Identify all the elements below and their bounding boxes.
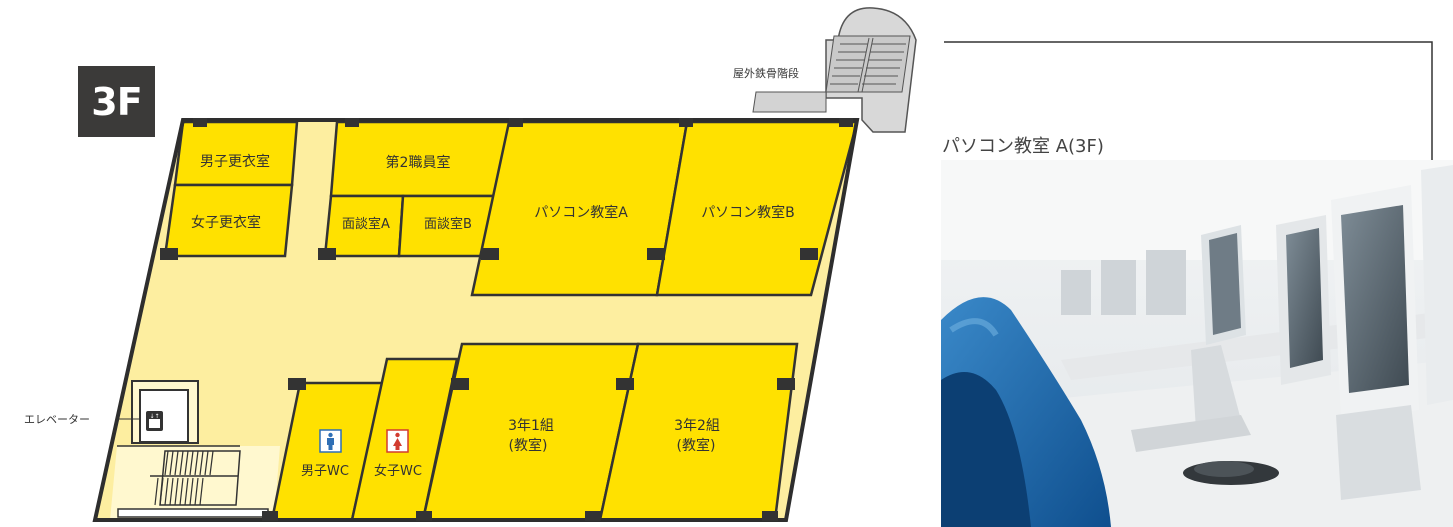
interview-a-label: 面談室A <box>342 216 390 232</box>
photo-frame-line <box>944 41 1433 160</box>
outdoor-stairs <box>752 7 917 133</box>
staff-room-2-label: 第2職員室 <box>386 154 451 171</box>
svg-text:↓↑: ↓↑ <box>149 413 159 420</box>
pc-room-photo <box>941 160 1453 527</box>
class-3-1-label: 3年1組 <box>508 418 554 434</box>
men-wc-label: 男子WC <box>301 464 349 479</box>
women-wc-icon <box>386 429 409 453</box>
elevator-shaft <box>131 380 199 444</box>
women-locker-label: 女子更衣室 <box>191 214 261 231</box>
class-3-1-sub-label: (教室) <box>509 437 548 454</box>
elevator-icon: ↓↑ <box>146 411 163 431</box>
women-wc-label: 女子WC <box>374 463 422 479</box>
class-3-2-sub-label: (教室) <box>677 437 716 454</box>
pc-room-photo-image <box>941 160 1453 527</box>
pc-room-a-label: パソコン教室A <box>534 204 628 221</box>
photo-title: パソコン教室 A(3F) <box>942 136 1104 157</box>
pillars <box>160 118 853 521</box>
outdoor-stairs-label: 屋外鉄骨階段 <box>733 66 799 80</box>
interview-b-label: 面談室B <box>424 216 472 232</box>
class-3-2-label: 3年2組 <box>674 418 720 434</box>
elevator-label: エレベーター <box>24 413 90 426</box>
men-locker-label: 男子更衣室 <box>200 153 270 170</box>
women-locker-room <box>163 183 294 258</box>
floor-badge: 3F <box>78 66 155 137</box>
men-wc-icon <box>319 429 342 453</box>
indoor-stairs <box>117 445 269 518</box>
pc-room-b-label: パソコン教室B <box>701 204 795 221</box>
